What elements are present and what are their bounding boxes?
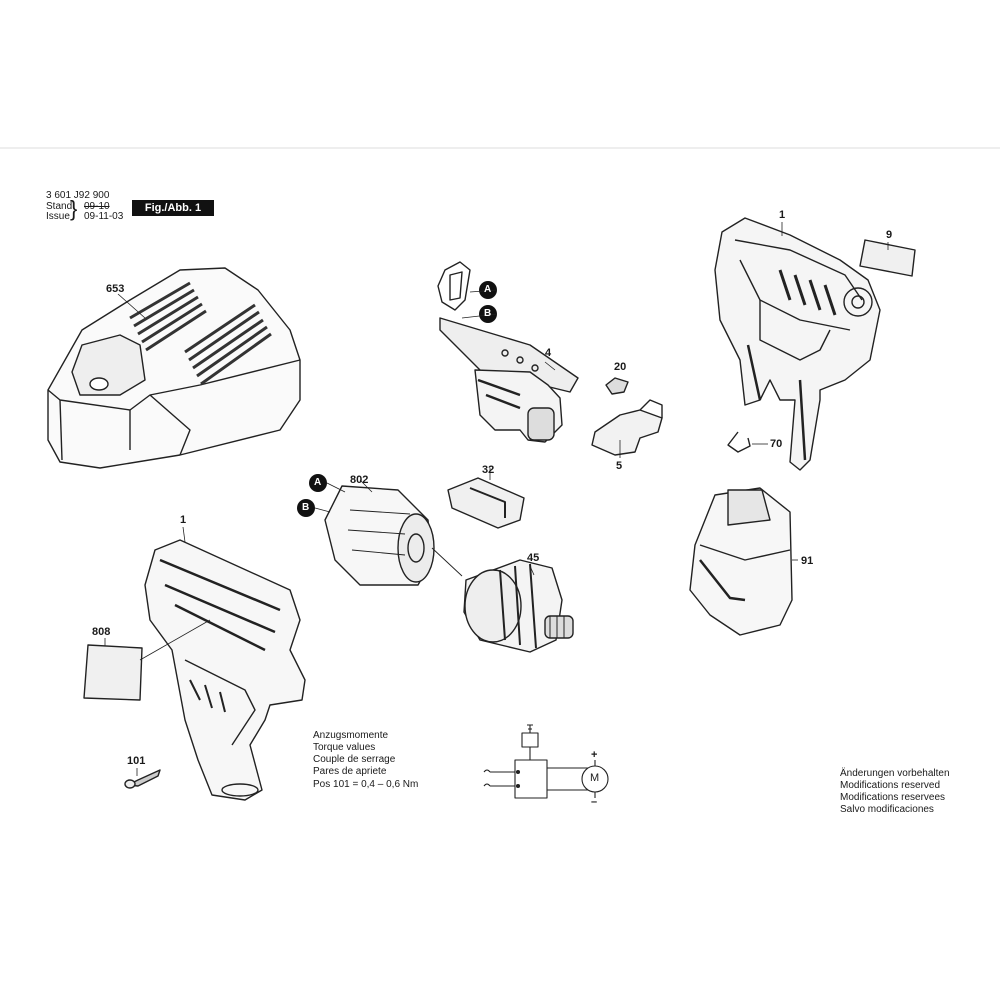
callout-808: 808: [92, 626, 111, 638]
ref-b-switch: B: [484, 308, 492, 319]
figure-label: Fig./Abb. 1: [132, 200, 214, 216]
contact-32-drawing: [447, 477, 525, 529]
charger-drawing: [47, 267, 301, 469]
torque-line-es: Pares de apriete: [313, 766, 387, 777]
stand-value: 09-10: [84, 201, 110, 212]
slider-5-drawing: [591, 409, 663, 456]
ref-a-motor-marker: [309, 474, 327, 492]
callout-91: 91: [801, 555, 814, 567]
reference-markers: [297, 281, 498, 517]
screw-101-drawing: [124, 768, 161, 789]
issue-value: 09-11-03: [84, 211, 124, 222]
torque-line-de: Anzugsmomente: [313, 730, 389, 741]
brace-symbol: }: [70, 196, 78, 221]
lever-20-drawing: [605, 377, 629, 395]
ref-b-motor-marker: [297, 499, 315, 517]
callout-20: 20: [614, 361, 627, 373]
ref-a-switch-marker: [479, 281, 497, 299]
schematic-plus: +: [591, 749, 598, 761]
notice-en: Modifications reserved: [840, 780, 941, 791]
callout-101: 101: [127, 755, 146, 767]
label-9-drawing: [859, 239, 916, 277]
wiring-schematic: [483, 724, 609, 799]
part-number: 3 601 J92 900: [46, 190, 110, 201]
callout-1-bottom: 1: [180, 514, 187, 526]
housing-half-top-drawing: [714, 217, 881, 471]
callout-1-top: 1: [779, 209, 786, 221]
ref-a-motor: A: [314, 477, 322, 488]
callout-9: 9: [886, 229, 893, 241]
callout-70: 70: [770, 438, 783, 450]
callout-5: 5: [616, 460, 623, 472]
schematic-minus: –: [591, 796, 598, 808]
clip-70-drawing: [727, 431, 751, 453]
housing-half-bottom-drawing: [144, 526, 306, 801]
notice-es: Salvo modificaciones: [840, 804, 934, 815]
stand-label: Stand: [46, 201, 73, 212]
issue-label: Issue: [46, 211, 70, 222]
ref-a-switch: A: [484, 284, 492, 295]
torque-line-en: Torque values: [313, 742, 376, 753]
callout-4: 4: [545, 347, 552, 359]
notice-fr: Modifications reservees: [840, 792, 946, 803]
callout-45: 45: [527, 552, 540, 564]
battery-drawing: [689, 487, 798, 636]
ref-b-motor: B: [302, 502, 310, 513]
switch-drawing: [437, 261, 579, 443]
ref-b-switch-marker: [479, 305, 497, 323]
torque-line-fr: Couple de serrage: [313, 754, 396, 765]
motor-drawing: [324, 479, 463, 586]
gearbox-drawing: [463, 559, 574, 653]
callout-802: 802: [350, 474, 369, 486]
notice-de: Änderungen vorbehalten: [840, 768, 950, 779]
callout-32: 32: [482, 464, 495, 476]
callout-653: 653: [106, 283, 125, 295]
label-808-drawing: [83, 644, 143, 701]
motor-symbol: M: [590, 772, 600, 784]
torque-spec: Pos 101 = 0,4 – 0,6 Nm: [313, 779, 419, 790]
